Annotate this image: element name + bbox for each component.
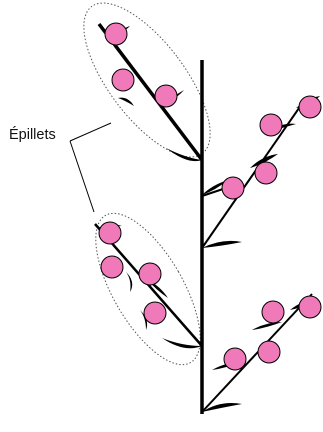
floret bbox=[255, 162, 277, 184]
floret bbox=[144, 302, 166, 324]
glume bbox=[118, 98, 134, 106]
glume bbox=[126, 272, 132, 292]
floret bbox=[224, 348, 246, 370]
callout-line-lower bbox=[70, 141, 94, 212]
floret bbox=[222, 177, 244, 199]
callout-line-upper bbox=[70, 123, 111, 141]
floret bbox=[155, 85, 177, 107]
spikelets-label: Épillets bbox=[9, 128, 56, 143]
florets bbox=[99, 23, 321, 370]
floret bbox=[112, 69, 134, 91]
glume bbox=[252, 322, 282, 330]
branch-upper-right bbox=[202, 98, 306, 248]
floret bbox=[262, 301, 284, 323]
floret bbox=[299, 296, 321, 318]
branch-lower-right bbox=[202, 294, 312, 412]
floret bbox=[258, 341, 280, 363]
floret bbox=[105, 23, 127, 45]
floret bbox=[260, 114, 282, 136]
glume bbox=[202, 241, 242, 248]
floret bbox=[299, 96, 321, 118]
floret bbox=[139, 263, 161, 285]
floret bbox=[101, 256, 123, 278]
floret bbox=[99, 222, 121, 244]
